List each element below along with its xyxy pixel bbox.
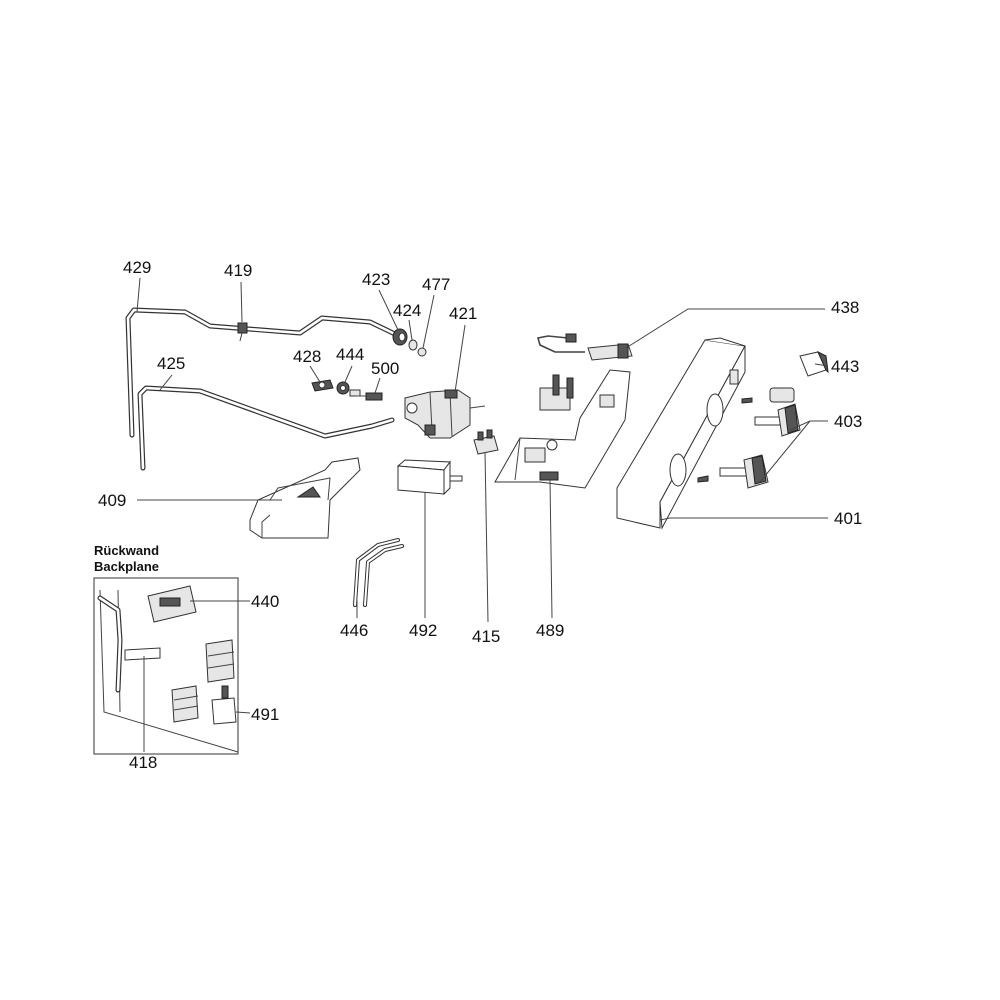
backplane-inset	[93, 577, 239, 755]
screw-500	[356, 392, 383, 401]
inset-title-en: Backplane	[94, 559, 159, 574]
connector-415	[473, 429, 499, 455]
heat-shield-409	[249, 457, 361, 539]
label-425: 425	[157, 354, 185, 373]
leader-444	[344, 365, 353, 383]
ignition-module-492	[396, 459, 463, 496]
label-429: 429	[123, 258, 151, 277]
label-444: 444	[336, 345, 364, 364]
pipe-clip-419	[237, 322, 248, 342]
gas-valve-421	[404, 389, 486, 439]
label-492: 492	[409, 621, 437, 640]
leader-424	[408, 319, 413, 341]
nut-423	[392, 328, 408, 346]
label-401: 401	[834, 509, 862, 528]
leader-428	[309, 365, 321, 383]
ring-424	[408, 339, 418, 351]
label-443: 443	[831, 357, 859, 376]
inset-title-de: Rückwand	[94, 543, 159, 558]
label-500: 500	[371, 359, 399, 378]
leader-421	[454, 324, 466, 393]
label-424: 424	[393, 301, 421, 320]
label-428: 428	[293, 347, 321, 366]
label-489: 489	[536, 621, 564, 640]
leader-423	[378, 289, 399, 331]
label-438: 438	[831, 298, 859, 317]
knob-403-upper	[754, 403, 801, 437]
label-418: 418	[129, 753, 157, 772]
label-403: 403	[834, 412, 862, 431]
label-491: 491	[251, 705, 279, 724]
leader-477	[422, 294, 435, 349]
leader-438	[625, 308, 825, 349]
control-board-489	[494, 369, 631, 489]
label-419: 419	[224, 261, 252, 280]
label-446: 446	[340, 621, 368, 640]
leader-500	[374, 377, 381, 394]
control-panel-401	[616, 337, 746, 530]
leader-415	[484, 451, 489, 623]
leader-425	[159, 374, 173, 391]
knob-403-lower	[719, 454, 769, 489]
label-415: 415	[472, 627, 500, 646]
label-440: 440	[251, 592, 279, 611]
label-409: 409	[98, 491, 126, 510]
cap-443	[799, 350, 829, 377]
injector-428	[311, 379, 334, 392]
leader-491	[235, 711, 251, 714]
leader-419	[240, 281, 243, 323]
leader-401	[659, 517, 828, 521]
leader-lines	[136, 277, 829, 752]
part-labels: 429 419 423 477 424 421 428 444 425 500 …	[98, 258, 862, 772]
label-421: 421	[449, 304, 477, 323]
knob-shaft-upper	[769, 387, 795, 403]
pipe-425	[137, 385, 395, 471]
nozzle-444	[336, 381, 361, 397]
pipe-429	[125, 307, 398, 438]
thermocouple-446	[353, 538, 404, 607]
screw-upper	[741, 397, 753, 404]
seal-477	[417, 347, 427, 357]
inset-frame	[93, 577, 239, 755]
screw-lower	[697, 475, 709, 483]
leader-443	[814, 363, 829, 367]
leader-489	[549, 479, 553, 619]
leader-403	[759, 420, 828, 483]
cable-sensor-438	[536, 333, 633, 361]
label-423: 423	[362, 270, 390, 289]
leader-429	[136, 277, 141, 313]
label-477: 477	[422, 275, 450, 294]
